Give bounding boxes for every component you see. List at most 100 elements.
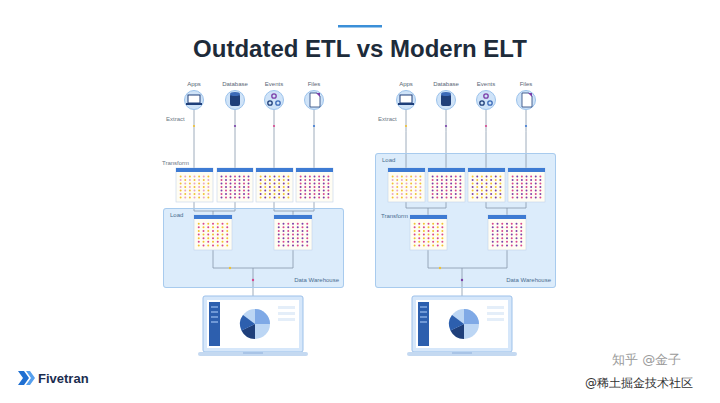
table-dot (264, 190, 266, 192)
table-dot (184, 176, 186, 178)
table-dot (287, 179, 289, 181)
table-dot (446, 186, 448, 188)
table-dot (234, 176, 236, 178)
wire (428, 202, 446, 208)
table-dot (230, 176, 232, 178)
table-dot (203, 237, 205, 239)
wire (526, 153, 527, 168)
table-dot (490, 179, 492, 181)
table-dot (392, 176, 394, 178)
table-dot (283, 176, 285, 178)
wires (194, 153, 526, 296)
table-dot (492, 234, 494, 236)
table-dot (198, 244, 200, 246)
table-dot (287, 237, 289, 239)
table-dot (436, 183, 438, 185)
table-dot (455, 183, 457, 185)
table-dot (535, 186, 537, 188)
table-dot (459, 193, 461, 195)
data-table (256, 168, 293, 202)
watermark: 知乎 @金子 (612, 352, 681, 367)
table-dot (450, 186, 452, 188)
table-dot (278, 183, 280, 185)
table-dot (278, 190, 280, 192)
table-dot (302, 223, 304, 225)
table-dot (212, 244, 214, 246)
table-dot (495, 186, 497, 188)
table-dot (392, 197, 394, 199)
stage-label: Transform (381, 213, 408, 220)
wire-dots (229, 267, 463, 281)
table-dot (414, 244, 416, 246)
table-body (256, 168, 293, 202)
table-dot (520, 237, 522, 239)
table-dot (292, 237, 294, 239)
table-dot (419, 186, 421, 188)
table-dot (302, 244, 304, 246)
flow-line (235, 110, 236, 208)
table-dot (217, 237, 219, 239)
table-dot (230, 193, 232, 195)
table-dot (283, 244, 285, 246)
table-dot (401, 179, 403, 181)
table-dot (207, 244, 209, 246)
table-dot (297, 223, 299, 225)
table-dot (222, 244, 224, 246)
table-dot (274, 197, 276, 199)
table-dot (287, 234, 289, 236)
table-dot (287, 186, 289, 188)
table-dot (521, 193, 523, 195)
wire-dot (439, 267, 441, 269)
table-dot (455, 186, 457, 188)
table-dot (239, 186, 241, 188)
table-dot (486, 179, 488, 181)
table-dot (283, 234, 285, 236)
table-dot (441, 176, 443, 178)
table-dot (476, 190, 478, 192)
table-dot (287, 223, 289, 225)
table-dot (414, 223, 416, 225)
table-dot (189, 186, 191, 188)
table-dot (222, 230, 224, 232)
table-dot (226, 226, 228, 228)
table-dot (287, 241, 289, 243)
table-dot (516, 230, 518, 232)
table-dot (392, 190, 394, 192)
table-dot (198, 193, 200, 195)
table-dot (516, 190, 518, 192)
table-dot (207, 190, 209, 192)
table-dot (217, 241, 219, 243)
table-dot (432, 237, 434, 239)
table-dot (441, 241, 443, 243)
table-dot (207, 176, 209, 178)
table-dot (269, 186, 271, 188)
table-dot (437, 234, 439, 236)
table-dot (226, 244, 228, 246)
table-body (388, 168, 425, 202)
table-dot (217, 230, 219, 232)
table-dot (401, 183, 403, 185)
table-dot (248, 186, 250, 188)
table-dot (428, 237, 430, 239)
table-dot (318, 197, 320, 199)
table-dot (287, 226, 289, 228)
table-body (217, 168, 253, 202)
table-dot (226, 241, 228, 243)
table-dot (441, 226, 443, 228)
table-dot (419, 193, 421, 195)
table-dot (436, 197, 438, 199)
table-dot (278, 223, 280, 225)
table-dot (278, 179, 280, 181)
table-dot (511, 244, 513, 246)
table-dot (495, 179, 497, 181)
table-dot (436, 190, 438, 192)
table-dot (535, 179, 537, 181)
wire (213, 250, 253, 296)
wire (446, 153, 447, 168)
table-dot (269, 183, 271, 185)
table-dot (226, 234, 228, 236)
table-dot (490, 186, 492, 188)
table-dot (318, 193, 320, 195)
table-dot (278, 230, 280, 232)
table-dot (415, 179, 417, 181)
